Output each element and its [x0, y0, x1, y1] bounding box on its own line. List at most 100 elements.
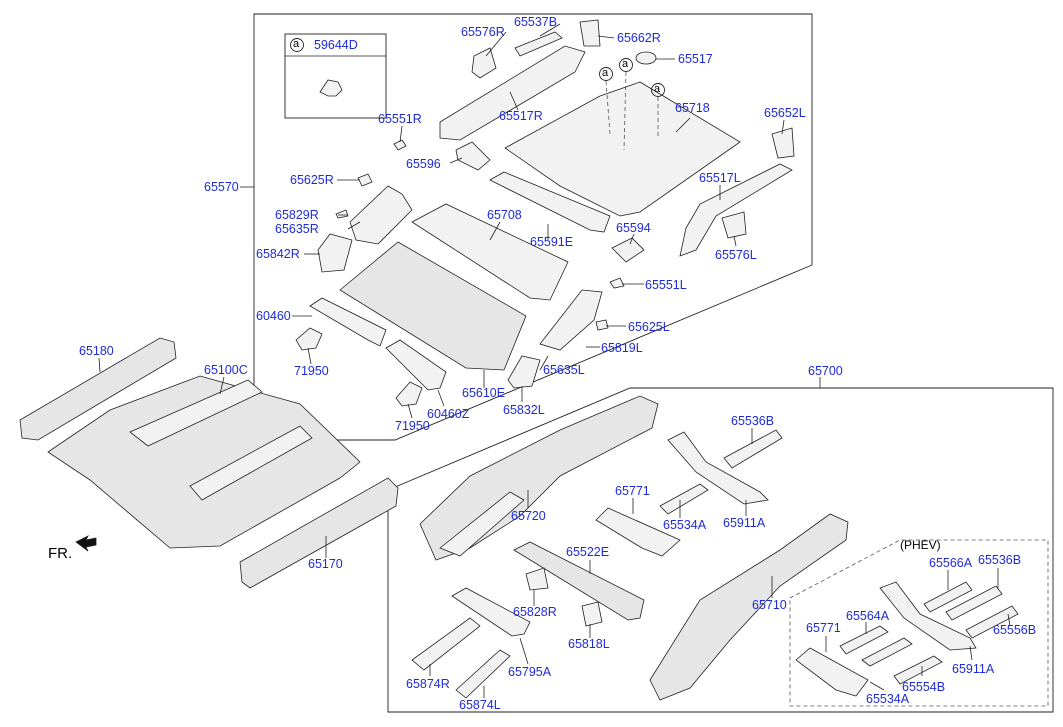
label-65635R[interactable]: 65635R: [275, 222, 319, 236]
label-65718[interactable]: 65718: [675, 101, 710, 115]
label-65551L[interactable]: 65551L: [645, 278, 687, 292]
label-65874L[interactable]: 65874L: [459, 698, 501, 712]
label-65874R[interactable]: 65874R: [406, 677, 450, 691]
label-65771-phev[interactable]: 65771: [806, 621, 841, 635]
part-65662R: [579, 19, 601, 47]
label-65517L[interactable]: 65517L: [699, 171, 741, 185]
part-65522E: [513, 541, 645, 621]
label-71950-lower[interactable]: 71950: [395, 419, 430, 433]
part-65874L: [455, 649, 511, 699]
part-65517R: [439, 45, 586, 141]
label-65100C[interactable]: 65100C: [204, 363, 248, 377]
label-65842R[interactable]: 65842R: [256, 247, 300, 261]
part-65554B: [893, 655, 943, 685]
group-65570-outline: [253, 13, 813, 441]
label-60460Z[interactable]: 60460Z: [427, 407, 470, 421]
clip-59644D: [319, 79, 343, 97]
label-65832L[interactable]: 65832L: [503, 403, 545, 417]
label-65708[interactable]: 65708: [487, 208, 522, 222]
label-65652L[interactable]: 65652L: [764, 106, 806, 120]
leader-lines: [98, 23, 1011, 698]
label-65596[interactable]: 65596: [406, 157, 441, 171]
detail-box: [284, 33, 387, 119]
label-65522E[interactable]: 65522E: [566, 545, 610, 559]
label-65771[interactable]: 65771: [615, 484, 650, 498]
label-65517[interactable]: 65517: [678, 52, 713, 66]
part-65536B-phev: [945, 585, 1003, 621]
label-65576L[interactable]: 65576L: [715, 248, 757, 262]
label-65610E[interactable]: 65610E: [462, 386, 506, 400]
detail-part-label[interactable]: 59644D: [314, 38, 358, 52]
part-65576L: [721, 211, 747, 239]
part-65718: [504, 81, 741, 217]
part-65771-phev: [795, 647, 869, 697]
label-65536B[interactable]: 65536B: [731, 414, 775, 428]
part-65829R: [335, 209, 349, 219]
label-65819L[interactable]: 65819L: [601, 341, 643, 355]
label-65911A[interactable]: 65911A: [723, 516, 766, 530]
label-65625L[interactable]: 65625L: [628, 320, 670, 334]
label-65554B[interactable]: 65554B: [902, 680, 946, 694]
part-65874R: [411, 617, 481, 671]
part-65911A-phev: [879, 581, 977, 651]
phev-title: (PHEV): [900, 538, 941, 552]
part-65625L: [595, 319, 609, 331]
part-65556B: [965, 605, 1019, 639]
label-65534A-phev[interactable]: 65534A: [866, 692, 910, 706]
part-65828R: [525, 567, 549, 591]
group-65700-outline: [387, 387, 1054, 713]
label-65594[interactable]: 65594: [616, 221, 651, 235]
callout-a-1: a: [602, 67, 609, 79]
phev-outline: [789, 539, 1049, 707]
label-65517R[interactable]: 65517R: [499, 109, 543, 123]
label-60460[interactable]: 60460: [256, 309, 291, 323]
part-65564A: [839, 625, 889, 655]
part-60460Z: [385, 339, 447, 391]
label-71950-upper[interactable]: 71950: [294, 364, 329, 378]
label-65625R[interactable]: 65625R: [290, 173, 334, 187]
part-65170: [239, 477, 399, 589]
label-65170[interactable]: 65170: [308, 557, 343, 571]
label-65591E[interactable]: 65591E: [530, 235, 574, 249]
label-65818L[interactable]: 65818L: [568, 637, 610, 651]
part-60460: [309, 297, 387, 347]
callout-a-2: a: [622, 58, 629, 70]
part-65710: [649, 513, 849, 701]
label-65662R[interactable]: 65662R: [617, 31, 661, 45]
part-65551L: [609, 277, 625, 289]
part-71950a: [295, 327, 323, 351]
part-65652L: [771, 127, 795, 159]
part-65708: [411, 203, 569, 301]
label-65720[interactable]: 65720: [511, 509, 546, 523]
label-65180[interactable]: 65180: [79, 344, 114, 358]
label-65635L[interactable]: 65635L: [543, 363, 585, 377]
part-65551R: [393, 139, 407, 151]
part-65911A: [667, 431, 769, 505]
part-65576R: [471, 47, 497, 79]
part-65517: [635, 51, 657, 65]
label-65564A[interactable]: 65564A: [846, 609, 890, 623]
label-65537B[interactable]: 65537B: [514, 15, 558, 29]
label-65534A[interactable]: 65534A: [663, 518, 707, 532]
part-65536B: [723, 429, 783, 469]
label-65556B[interactable]: 65556B: [993, 623, 1037, 637]
label-65576R[interactable]: 65576R: [461, 25, 505, 39]
part-65771: [595, 507, 681, 557]
label-65566A[interactable]: 65566A: [929, 556, 973, 570]
label-65829R[interactable]: 65829R: [275, 208, 319, 222]
label-65795A[interactable]: 65795A: [508, 665, 552, 679]
part-65610E: [339, 241, 527, 371]
label-65828R[interactable]: 65828R: [513, 605, 557, 619]
part-65534A: [659, 483, 709, 515]
label-65551R[interactable]: 65551R: [378, 112, 422, 126]
group-label-65700[interactable]: 65700: [808, 364, 843, 378]
group-label-65570[interactable]: 65570: [204, 180, 239, 194]
callout-a-3: a: [654, 83, 661, 95]
label-65710[interactable]: 65710: [752, 598, 787, 612]
label-65536B-phev[interactable]: 65536B: [978, 553, 1022, 567]
part-65842R: [317, 233, 353, 273]
label-65911A-phev[interactable]: 65911A: [952, 662, 995, 676]
part-65635L: [539, 289, 603, 351]
